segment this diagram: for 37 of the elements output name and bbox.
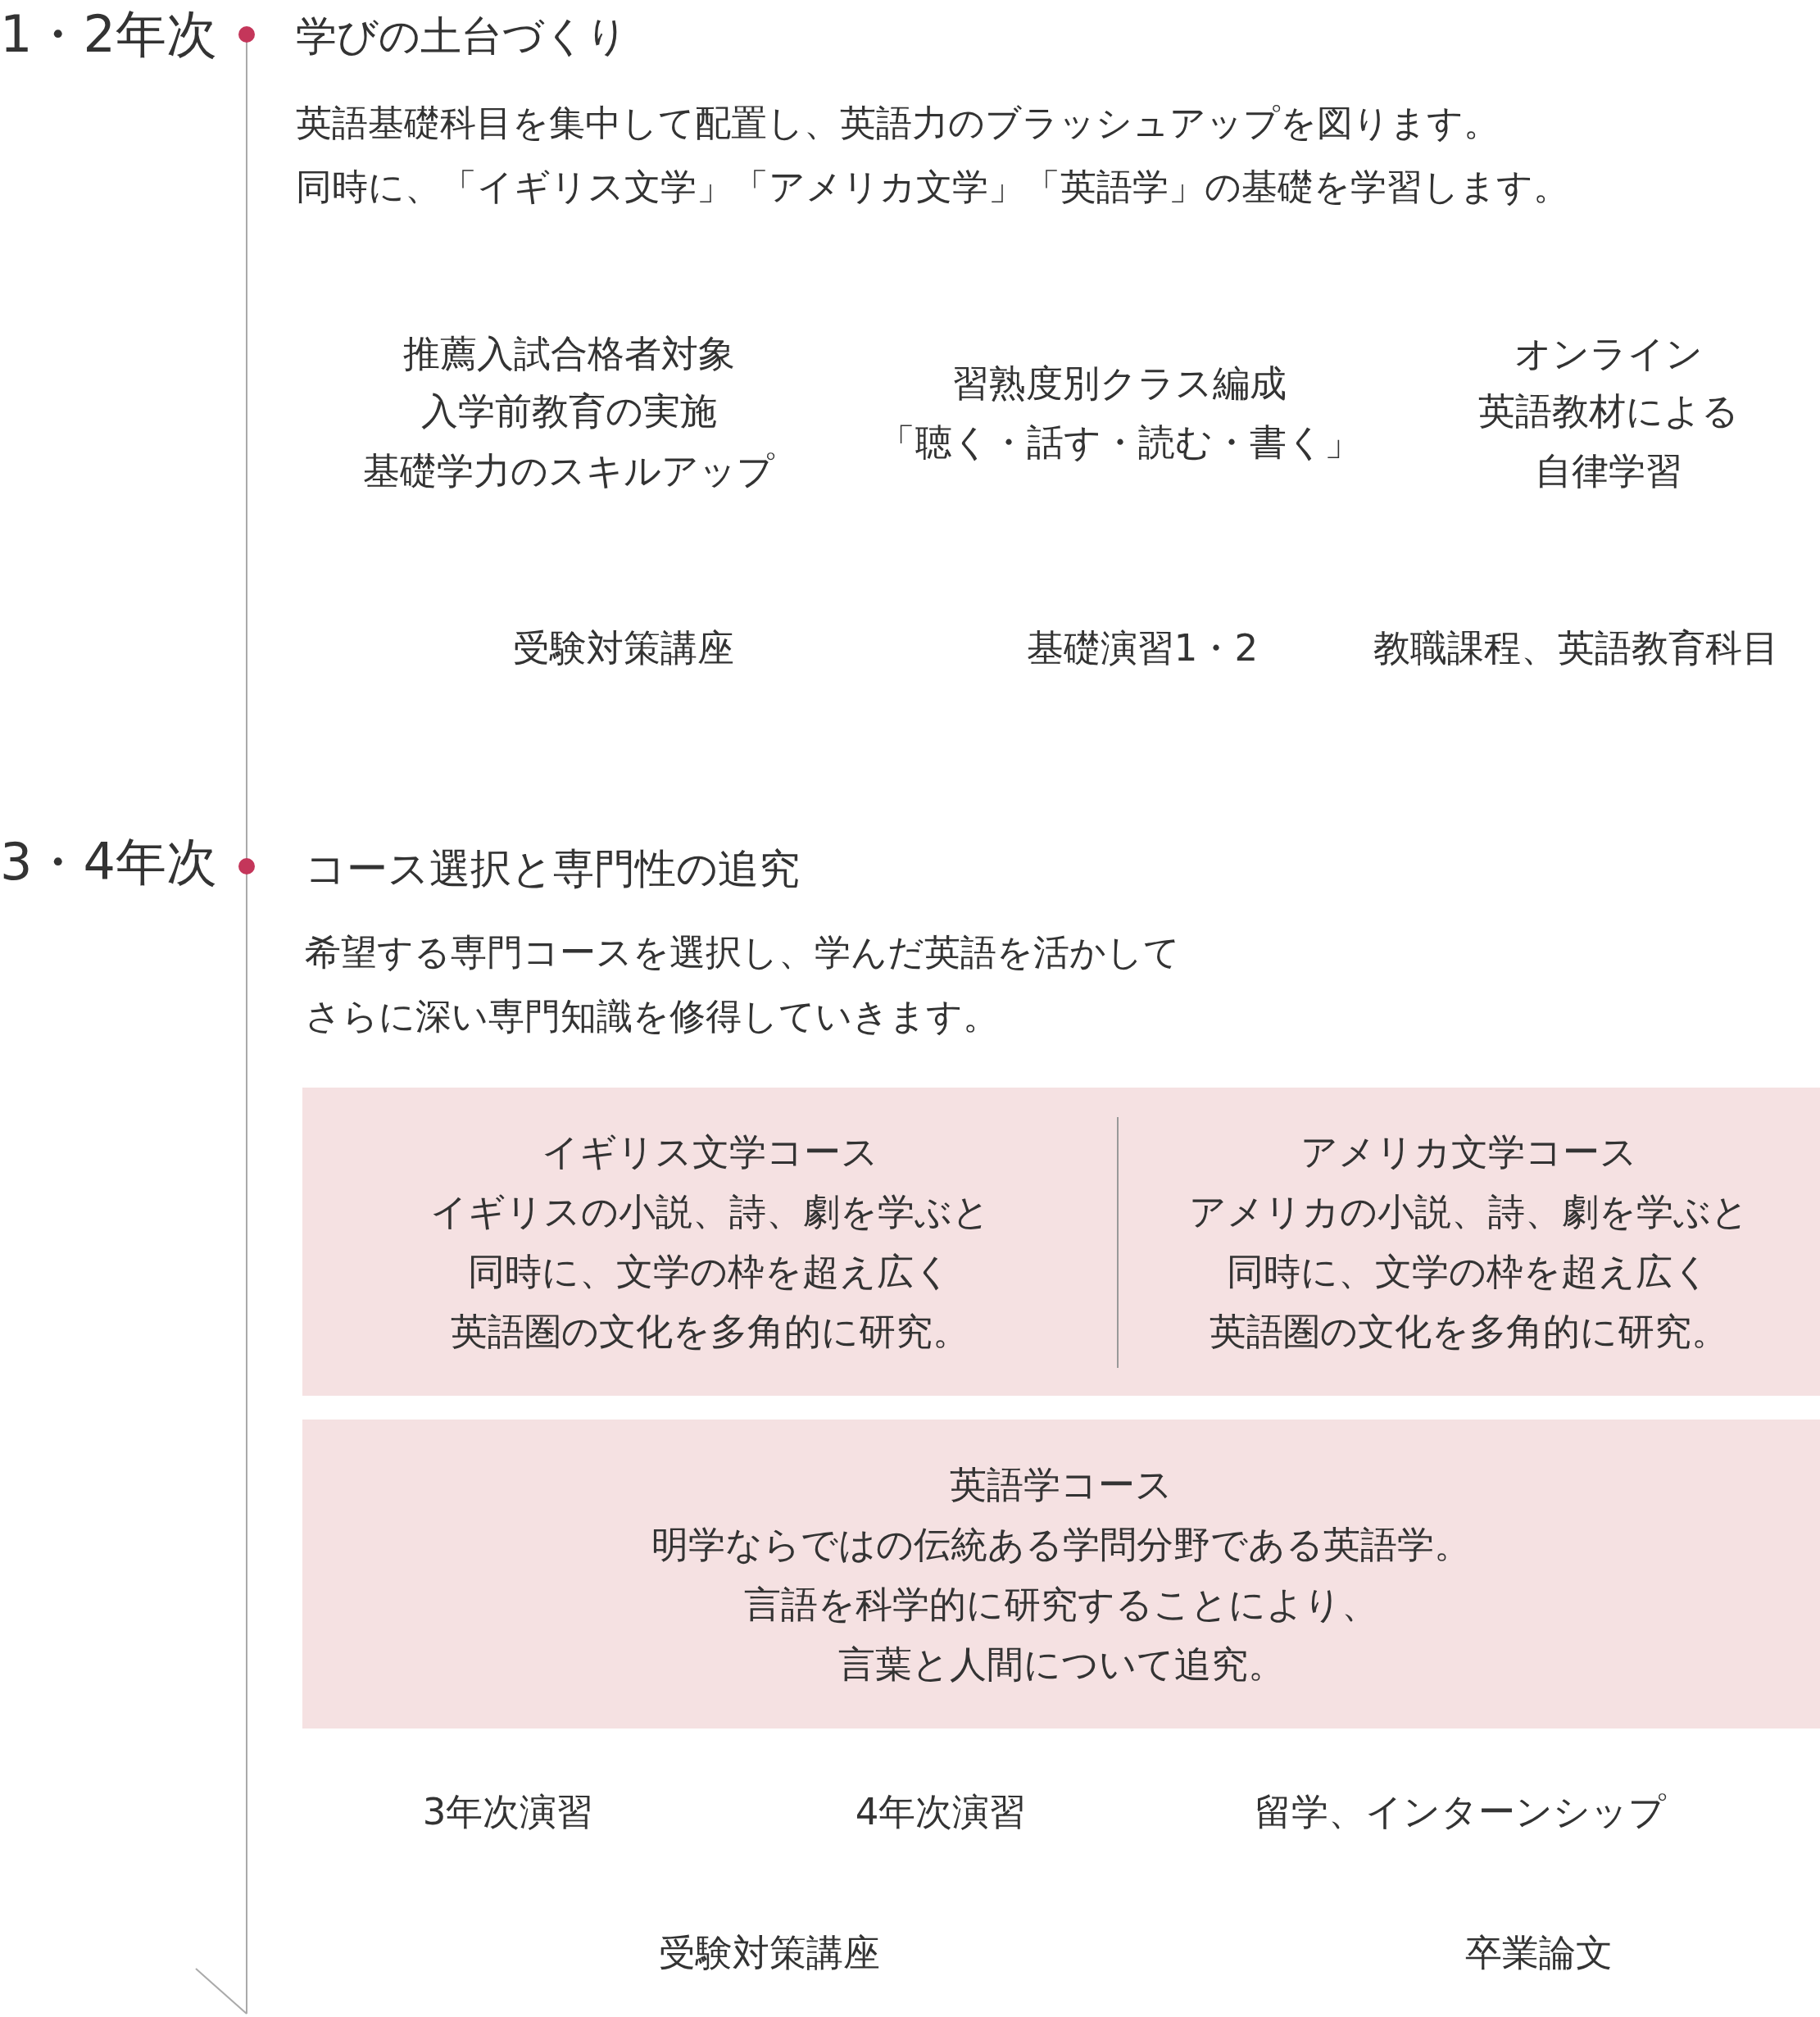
program-text: 自律学習: [1535, 449, 1682, 493]
course-title: 英語学コース: [950, 1461, 1173, 1508]
year-label: 3・4年次: [0, 831, 217, 893]
section-heading: コース選択と専門性の追究: [305, 844, 800, 893]
course-item: 教職課程、英語教育科目: [1373, 626, 1779, 670]
course-item: 基礎演習1・2: [1026, 626, 1259, 670]
year-label: 1・2年次: [0, 3, 217, 66]
description-text: 希望する専門コースを選択し、学んだ英語を活かして: [305, 930, 1180, 974]
program-text: 入学前教育の実施: [420, 389, 717, 434]
course-description: 明学ならではの伝統ある学問分野である英語学。: [651, 1521, 1471, 1568]
course-description: アメリカの小説、詩、劇を学ぶと: [1188, 1189, 1749, 1235]
course-item: 受験対策講座: [659, 1931, 880, 1975]
course-title: イギリス文学コース: [541, 1129, 878, 1175]
course-item: 受験対策講座: [513, 626, 734, 670]
course-description: 言葉と人間について追究。: [837, 1641, 1285, 1688]
course-description: イギリスの小説、詩、劇を学ぶと: [429, 1189, 990, 1235]
section-heading: 学びの土台づくり: [296, 11, 628, 61]
course-item: 留学、インターンシップ: [1255, 1790, 1666, 1834]
course-description: 言語を科学的に研究することにより、: [744, 1581, 1378, 1628]
course-description: 英語圏の文化を多角的に研究。: [450, 1309, 969, 1355]
course-item: 4年次演習: [855, 1790, 1027, 1834]
course-description: 同時に、文学の枠を超え広く: [1227, 1249, 1710, 1295]
description-text: 英語基礎科目を集中して配置し、英語力のブラッシュアップを図ります。: [296, 101, 1500, 145]
program-text: 推薦入試合格者対象: [402, 332, 735, 376]
program-text: オンライン: [1514, 332, 1703, 376]
description-text: 同時に、「イギリス文学」「アメリカ文学」「英語学」の基礎を学習します。: [296, 165, 1569, 209]
program-text: 英語教材による: [1478, 389, 1739, 434]
course-item: 卒業論文: [1465, 1931, 1613, 1975]
description-text: さらに深い専門知識を修得していきます。: [305, 994, 999, 1038]
course-panel: [302, 1420, 1820, 1729]
course-item: 3年次演習: [422, 1790, 594, 1834]
program-text: 「聴く・話す・読む・書く」: [878, 420, 1361, 465]
course-title: アメリカ文学コース: [1300, 1129, 1637, 1175]
course-description: 英語圏の文化を多角的に研究。: [1209, 1309, 1728, 1355]
program-text: 基礎学力のスキルアップ: [363, 449, 774, 493]
program-text: 習熟度別クラス編成: [952, 361, 1287, 406]
course-description: 同時に、文学の枠を超え広く: [468, 1249, 951, 1295]
